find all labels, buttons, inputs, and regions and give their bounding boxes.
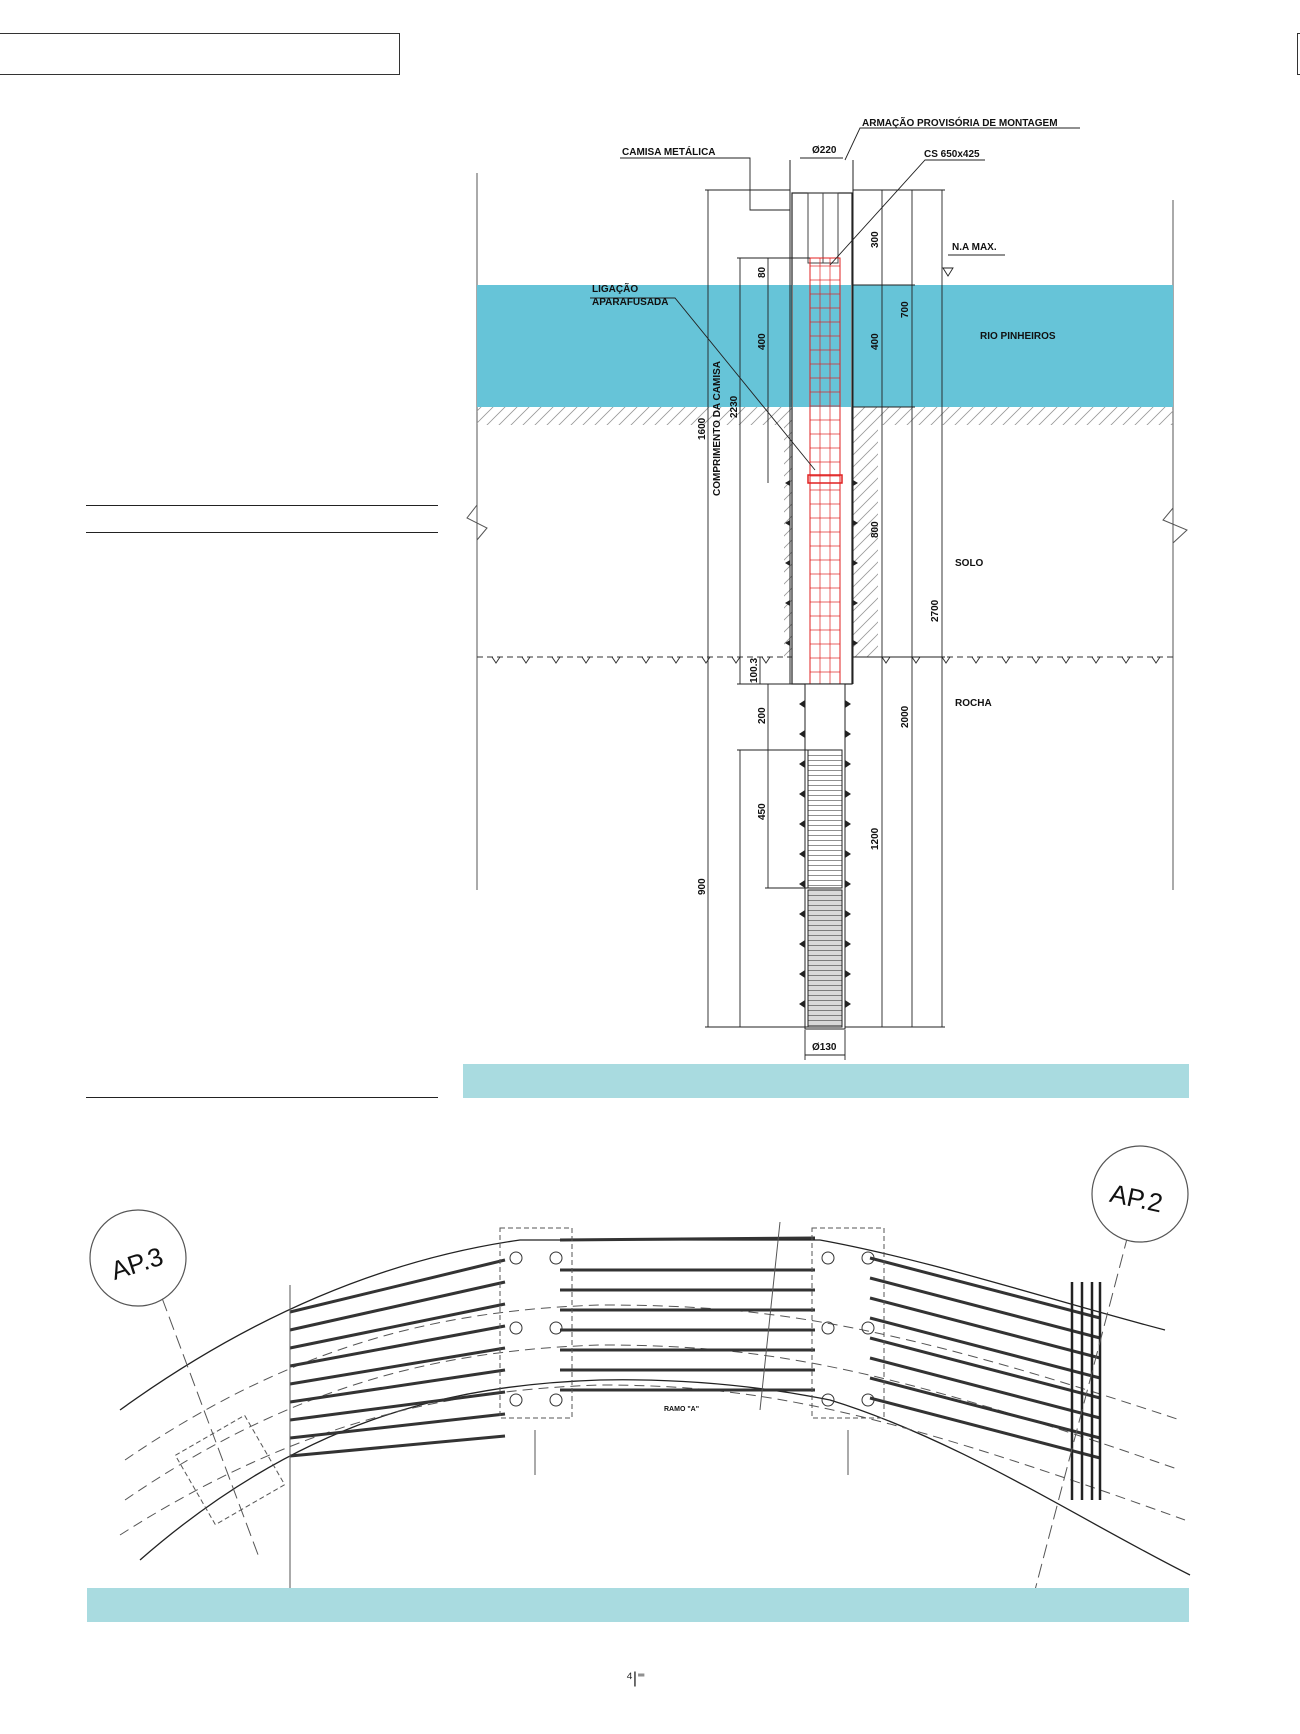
dim-comprimento: COMPRIMENTO DA CAMISA	[712, 361, 723, 496]
dim-100-3: 100.3	[749, 658, 760, 683]
label-cs: CS 650x425	[924, 149, 980, 160]
left-rule-3	[86, 1097, 438, 1098]
label-ligacao-1: LIGAÇÃO	[592, 282, 638, 295]
dim-800: 800	[870, 521, 881, 538]
pile-section-drawing: ARMAÇÃO PROVISÓRIA DE MONTAGEM CAMISA ME…	[466, 116, 1188, 1060]
dim-1600: 1600	[697, 417, 708, 440]
dim-1200: 1200	[870, 827, 881, 850]
plan-edge-top	[119, 1239, 1166, 1411]
bolted-connection-mark	[807, 474, 843, 484]
label-diam-bottom: Ø130	[812, 1042, 837, 1053]
soil-hatch-left	[477, 407, 784, 425]
girders-right	[869, 1256, 1101, 1460]
dimension-lines-left	[705, 189, 810, 1028]
girders-middle	[559, 1236, 816, 1392]
leader-ligacao	[590, 297, 816, 471]
pier-box-2	[811, 1227, 885, 1419]
dim-80: 80	[757, 266, 768, 278]
rock-line-ticks	[491, 656, 1161, 664]
soil-hatch-right	[878, 407, 1173, 425]
break-mark-left	[466, 504, 488, 541]
dim-700: 700	[900, 301, 911, 318]
label-rocha: ROCHA	[955, 698, 992, 709]
dim-400a: 400	[757, 333, 768, 350]
page-mark: ⁴|⁼	[626, 1670, 646, 1687]
dim-2230: 2230	[729, 395, 740, 418]
dim-2700: 2700	[930, 599, 941, 622]
leader-armacao	[844, 127, 1080, 161]
callout-ap3	[89, 1209, 187, 1307]
left-rule-1	[86, 505, 438, 506]
bolt-bundle-upper	[807, 749, 843, 889]
pile-soil-hatch-left	[784, 407, 792, 657]
figure-caption-bar-1	[463, 1064, 1189, 1098]
leader-camisa	[620, 157, 790, 211]
pier-box-ap3	[174, 1414, 286, 1526]
pile-soil-hatch-right	[852, 407, 878, 657]
plan-axis-2	[124, 1344, 1181, 1501]
dim-450: 450	[757, 803, 768, 820]
plan-axis-3	[119, 1384, 1186, 1536]
callout-ap2	[1091, 1145, 1189, 1243]
label-solo: SOLO	[955, 558, 984, 569]
rock-socket-teeth	[799, 700, 851, 1008]
dim-900: 900	[697, 878, 708, 895]
pier-box-1	[499, 1227, 573, 1419]
header-box-left	[0, 33, 400, 75]
label-ramo: RAMO "A"	[664, 1406, 699, 1413]
left-rule-2	[86, 532, 438, 533]
dimension-lines-right	[845, 189, 945, 1028]
dim-200: 200	[757, 707, 768, 724]
break-mark-right	[1162, 507, 1188, 544]
leader-cs	[829, 159, 985, 266]
dim-2000: 2000	[900, 705, 911, 728]
header-box-right	[1297, 33, 1300, 75]
casing-teeth	[785, 480, 858, 646]
label-diam-top: Ø220	[812, 145, 837, 156]
label-na-max: N.A MAX.	[952, 242, 997, 253]
dim-400b: 400	[870, 333, 881, 350]
bridge-plan-drawing: AP.3 AP.2 RAMO "A"	[89, 1145, 1191, 1590]
label-armacao: ARMAÇÃO PROVISÓRIA DE MONTAGEM	[862, 116, 1058, 129]
dim-300: 300	[870, 231, 881, 248]
label-rio: RIO PINHEIROS	[980, 331, 1056, 342]
figure-caption-bar-2	[87, 1588, 1189, 1622]
girders-left	[289, 1258, 506, 1458]
label-camisa: CAMISA METÁLICA	[622, 145, 716, 158]
label-ligacao-2: APARAFUSADA	[592, 297, 668, 308]
